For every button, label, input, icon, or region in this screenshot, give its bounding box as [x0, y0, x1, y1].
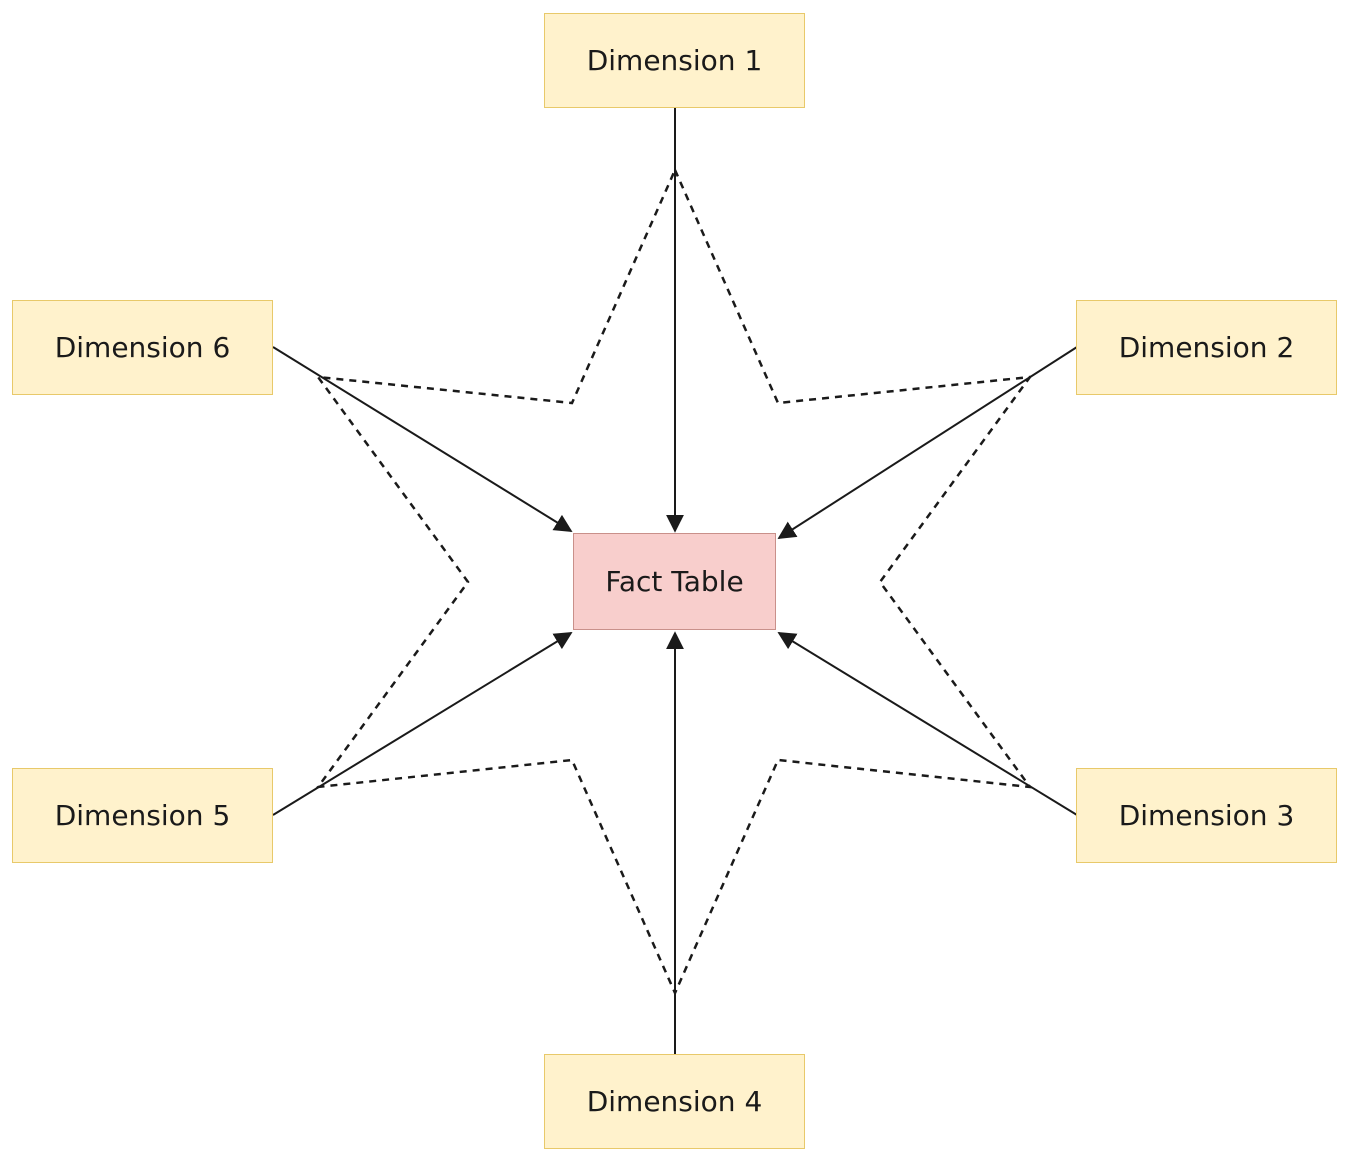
dimension-4-label: Dimension 4 — [586, 1085, 763, 1118]
dimension-3-box: Dimension 3 — [1076, 768, 1337, 863]
dimension-1-box: Dimension 1 — [544, 13, 805, 108]
fact-table-label: Fact Table — [605, 565, 744, 598]
dimension-5-box: Dimension 5 — [12, 768, 273, 863]
arrow-dimension-6 — [272, 346, 573, 532]
dimension-3-label: Dimension 3 — [1118, 799, 1295, 832]
arrow-dimension-5 — [272, 632, 573, 816]
fact-table-box: Fact Table — [573, 533, 776, 630]
dimension-4-box: Dimension 4 — [544, 1054, 805, 1149]
arrow-dimension-3 — [777, 632, 1078, 816]
dimension-2-label: Dimension 2 — [1118, 331, 1295, 364]
dimension-6-label: Dimension 6 — [54, 331, 231, 364]
dimension-2-box: Dimension 2 — [1076, 300, 1337, 395]
dimension-5-label: Dimension 5 — [54, 799, 231, 832]
dimension-6-box: Dimension 6 — [12, 300, 273, 395]
dimension-1-label: Dimension 1 — [586, 44, 763, 77]
arrow-dimension-2 — [777, 346, 1078, 539]
